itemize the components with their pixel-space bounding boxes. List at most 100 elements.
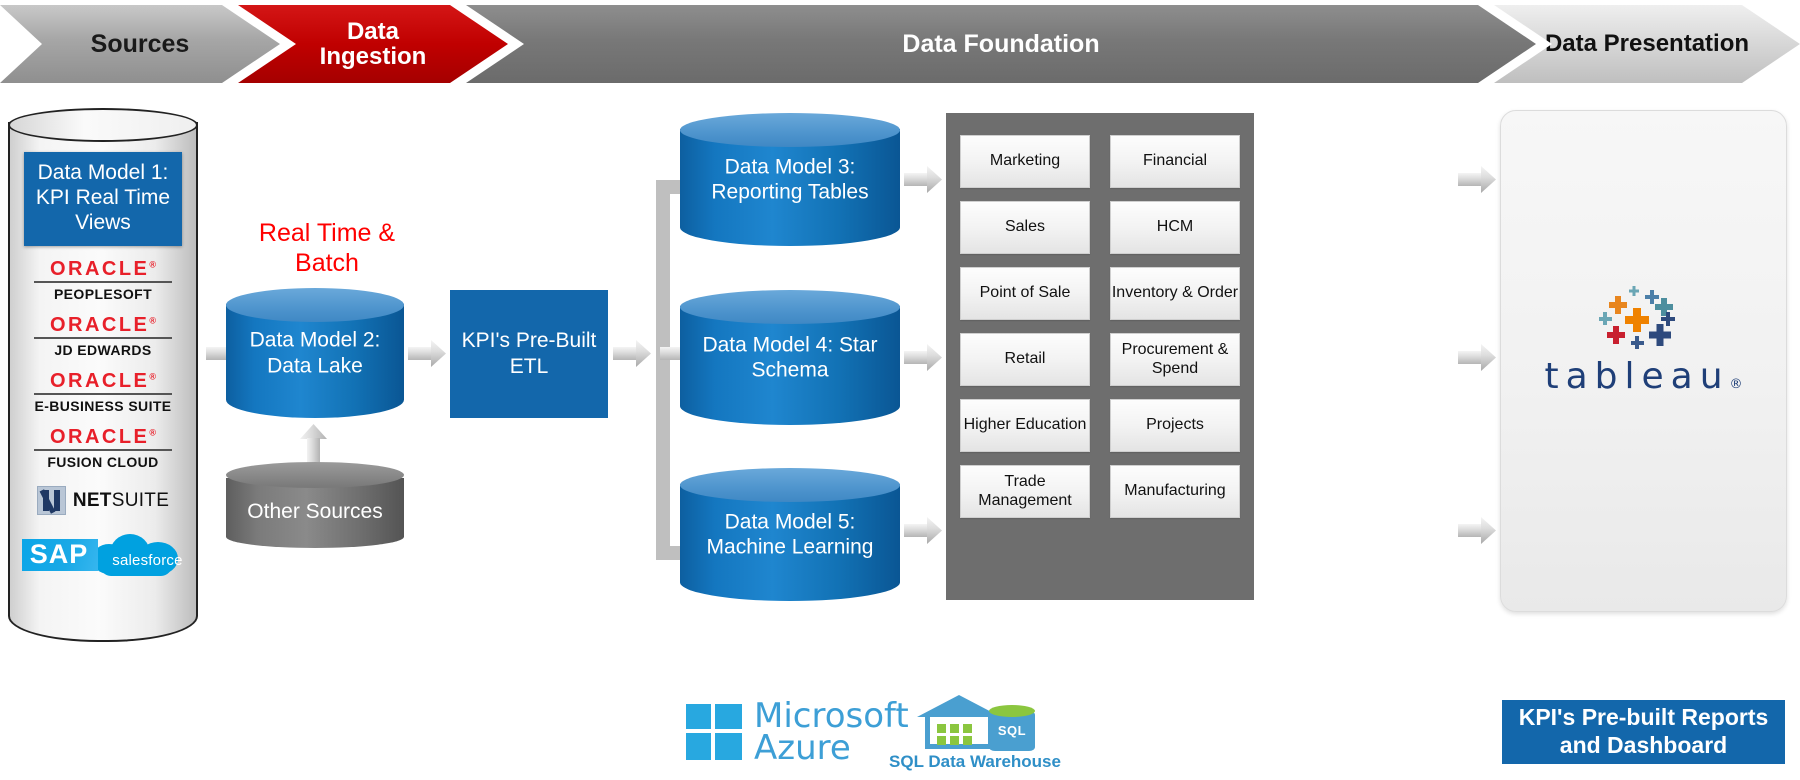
oracle-wordmark: ORACLE®	[49, 314, 157, 337]
arrow-subject-areas-to-tableau-bottom	[1458, 517, 1496, 544]
sources-cylinder-top	[8, 108, 198, 142]
arrow-dm3-to-subject-areas	[904, 166, 942, 193]
cylinder-top	[680, 468, 900, 502]
cylinder-body	[226, 478, 404, 548]
subject-area-tile[interactable]: Trade Management	[960, 465, 1090, 518]
arrow-dm5-to-subject-areas	[904, 517, 942, 544]
subject-area-tile[interactable]: Manufacturing	[1110, 465, 1240, 518]
data-model-4-label: Data Model 4: Star Schema	[702, 332, 878, 382]
data-model-5-label: Data Model 5: Machine Learning	[706, 509, 874, 559]
oracle-product-jd-edwards: JD EDWARDS	[54, 342, 152, 359]
data-model-5-cylinder[interactable]: Data Model 5: Machine Learning	[680, 468, 900, 601]
arrow-subject-areas-to-tableau-top	[1458, 166, 1496, 193]
tableau-wordmark: tableau ®	[1544, 356, 1742, 397]
arrow-etl-to-splitter	[613, 340, 651, 367]
oracle-divider	[34, 393, 172, 396]
data-model-3-label: Data Model 3: Reporting Tables	[711, 154, 869, 204]
subject-area-tile[interactable]: Projects	[1110, 399, 1240, 452]
real-time-batch-caption: Real Time & Batch	[258, 219, 396, 277]
stage-label-data-presentation: Data Presentation	[1544, 30, 1750, 58]
logo-oracle-jd-edwards: ORACLE® JD EDWARDS	[23, 315, 183, 358]
subject-areas-panel: Marketing Financial Sales HCM Point of S…	[946, 113, 1254, 600]
cylinder-top	[680, 290, 900, 324]
subject-area-tile[interactable]: Sales	[960, 201, 1090, 254]
sql-data-warehouse-caption: SQL Data Warehouse	[889, 752, 1061, 771]
sources-cylinder: Data Model 1: KPI Real Time Views ORACLE…	[8, 108, 200, 656]
azure-text: Azure	[754, 728, 851, 769]
stage-chevron-sources[interactable]: Sources	[0, 5, 280, 83]
oracle-divider	[34, 449, 172, 452]
logo-oracle-peoplesoft: ORACLE® PEOPLESOFT	[23, 259, 183, 302]
netsuite-suite: SUITE	[111, 489, 170, 511]
subject-areas-grid: Marketing Financial Sales HCM Point of S…	[960, 135, 1240, 518]
sql-data-warehouse-logo: SQL SQL Data Warehouse	[880, 695, 1070, 772]
kpi-prebuilt-reports-bar[interactable]: KPI's Pre-built Reports and Dashboard	[1502, 700, 1785, 764]
data-model-1-box[interactable]: Data Model 1: KPI Real Time Views	[24, 152, 182, 247]
netsuite-icon	[36, 486, 66, 516]
stage-chevron-data-presentation[interactable]: Data Presentation	[1494, 5, 1800, 83]
warehouse-icon: SQL	[915, 695, 1035, 751]
logo-netsuite: NETSUITE	[36, 486, 169, 516]
windows-icon	[686, 704, 742, 761]
cylinder-body	[680, 129, 900, 246]
subject-area-tile[interactable]: Point of Sale	[960, 267, 1090, 320]
cylinder-body	[226, 304, 404, 418]
cylinder-body	[680, 306, 900, 425]
kpi-prebuilt-etl-box[interactable]: KPI's Pre-Built ETL	[450, 290, 608, 418]
salesforce-wordmark: salesforce	[112, 552, 183, 570]
oracle-product-peoplesoft: PEOPLESOFT	[53, 286, 153, 303]
cylinder-top	[680, 113, 900, 147]
arrow-subject-areas-to-tableau-mid	[1458, 344, 1496, 371]
stage-label-sources: Sources	[90, 29, 190, 58]
azure-wordmark: Microsoft Azure	[754, 699, 909, 769]
sql-cylinder-icon: SQL	[989, 705, 1035, 751]
oracle-product-fusion-cloud: FUSION CLOUD	[47, 454, 159, 471]
tableau-registered-mark: ®	[1729, 377, 1743, 392]
subject-area-tile[interactable]: Financial	[1110, 135, 1240, 188]
tableau-panel[interactable]: tableau ®	[1500, 110, 1787, 612]
microsoft-text: Microsoft	[754, 696, 909, 736]
oracle-divider	[34, 281, 172, 284]
cylinder-body	[680, 484, 900, 601]
salesforce-cloud-icon: salesforce	[86, 530, 184, 580]
subject-area-tile[interactable]: Retail	[960, 333, 1090, 386]
arrow-data-lake-to-etl	[408, 340, 446, 367]
sap-wordmark: SAP	[21, 539, 99, 572]
subject-area-tile[interactable]: Marketing	[960, 135, 1090, 188]
sql-badge-label: SQL	[997, 723, 1027, 738]
data-model-3-cylinder[interactable]: Data Model 3: Reporting Tables	[680, 113, 900, 246]
logo-oracle-ebusiness-suite: ORACLE® E-BUSINESS SUITE	[23, 371, 183, 414]
other-sources-label: Other Sources	[247, 500, 383, 524]
netsuite-net: NET	[72, 489, 112, 511]
tableau-wordmark-text: tableau	[1544, 356, 1730, 397]
connector-trunk	[656, 180, 670, 560]
oracle-wordmark: ORACLE®	[49, 426, 157, 449]
logo-oracle-fusion-cloud: ORACLE® FUSION CLOUD	[23, 427, 183, 470]
netsuite-wordmark: NETSUITE	[73, 490, 169, 512]
other-sources-cylinder[interactable]: Other Sources	[226, 462, 404, 548]
tableau-plus-cluster-icon	[1599, 286, 1689, 352]
arrow-other-sources-to-data-lake	[300, 424, 327, 468]
sources-content: Data Model 1: KPI Real Time Views ORACLE…	[8, 148, 198, 580]
stage-chevron-data-foundation[interactable]: Data Foundation	[466, 5, 1536, 83]
subject-area-tile[interactable]: Higher Education	[960, 399, 1090, 452]
cylinder-top	[226, 462, 404, 488]
subject-area-tile[interactable]: HCM	[1110, 201, 1240, 254]
oracle-wordmark: ORACLE®	[49, 258, 157, 281]
oracle-divider	[34, 337, 172, 340]
stage-label-data-foundation: Data Foundation	[902, 29, 1100, 58]
subject-area-tile[interactable]: Procurement & Spend	[1110, 333, 1240, 386]
subject-area-tile[interactable]: Inventory & Order	[1110, 267, 1240, 320]
data-model-4-cylinder[interactable]: Data Model 4: Star Schema	[680, 290, 900, 425]
cylinder-top	[226, 288, 404, 322]
microsoft-azure-logo: Microsoft Azure	[686, 699, 909, 769]
tableau-logo: tableau ®	[1501, 286, 1786, 397]
data-model-2-cylinder[interactable]: Data Model 2: Data Lake	[226, 288, 404, 418]
oracle-product-ebusiness-suite: E-BUSINESS SUITE	[34, 398, 172, 415]
oracle-wordmark: ORACLE®	[49, 370, 157, 393]
data-model-2-label: Data Model 2: Data Lake	[249, 328, 381, 377]
arrow-dm4-to-subject-areas	[904, 344, 942, 371]
